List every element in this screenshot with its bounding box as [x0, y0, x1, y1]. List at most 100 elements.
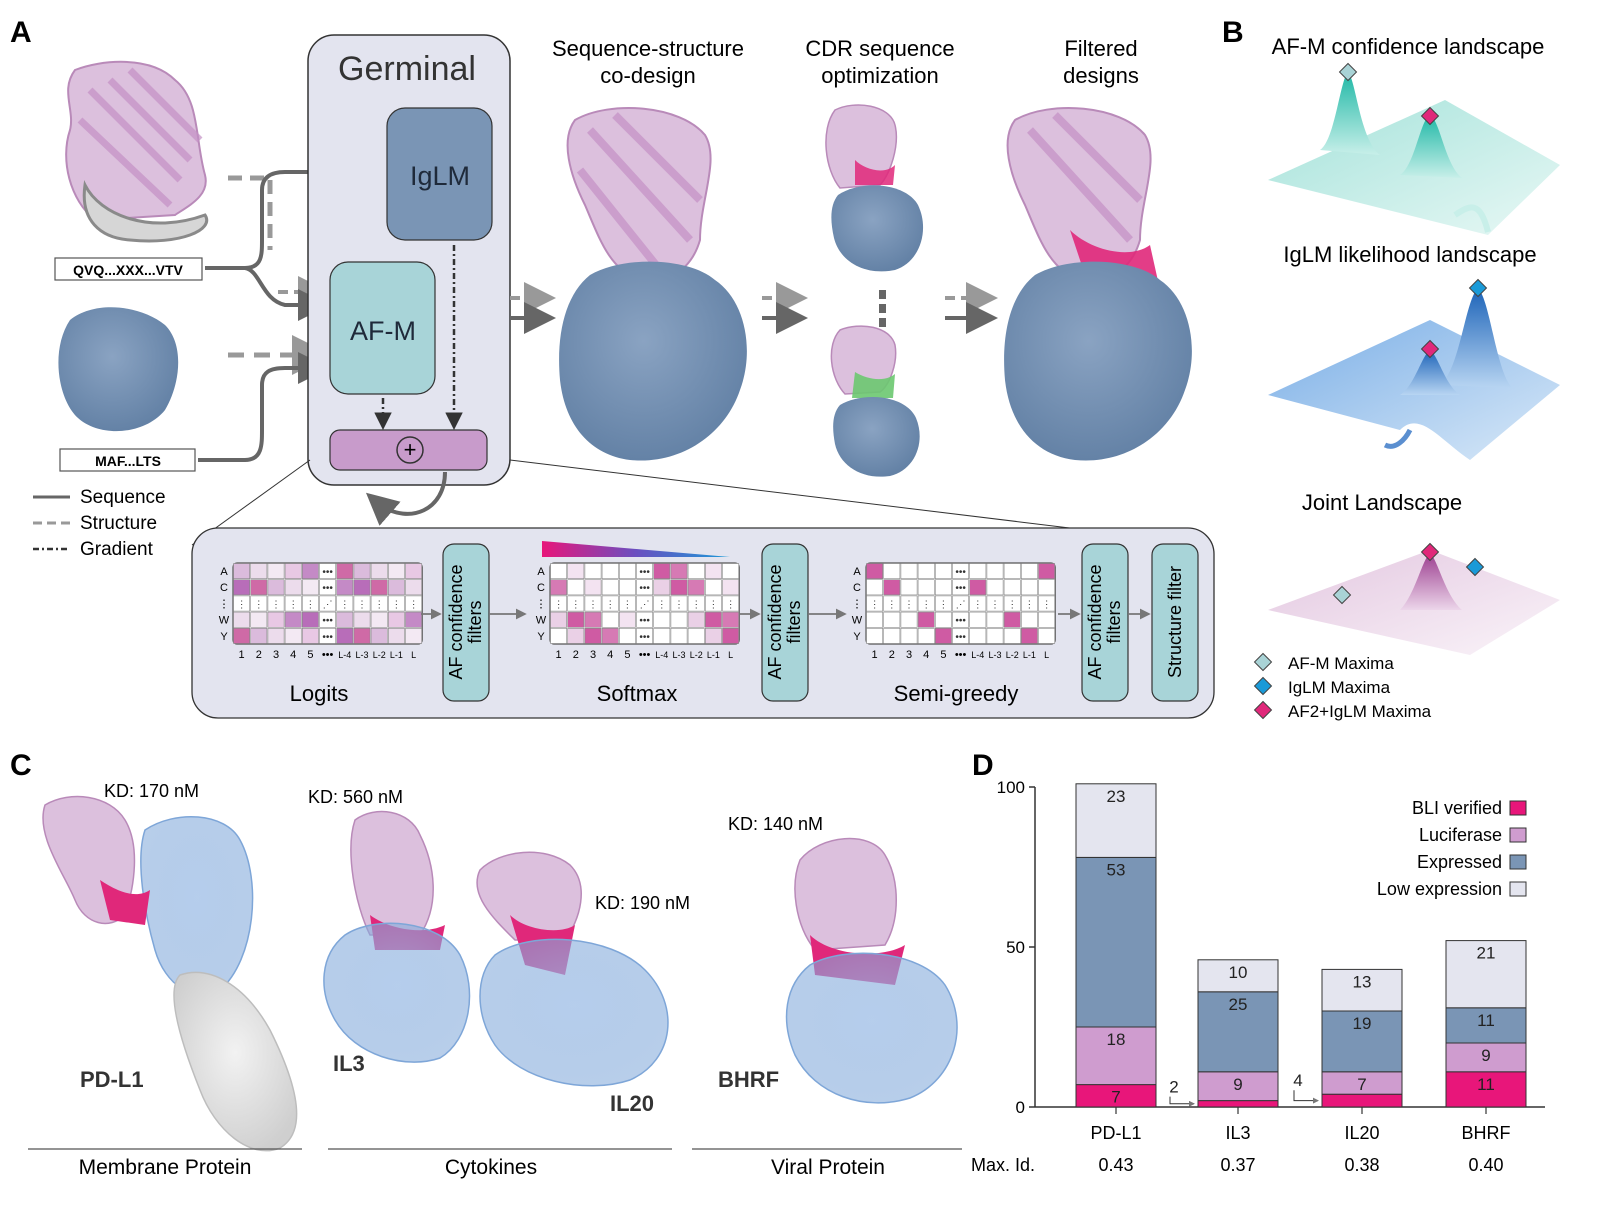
cdr-complex-bottom — [830, 325, 920, 477]
bar-segment — [1445, 1042, 1527, 1073]
softmax-ellipsis: ••• — [639, 567, 650, 578]
germinal-box — [307, 34, 511, 486]
structure-arrow-antibody — [228, 175, 273, 250]
softmax-cell — [636, 579, 654, 596]
semigreedy-row-label: W — [852, 615, 863, 627]
softmax-ellipsis: ⋮ — [554, 599, 564, 610]
softmax-row-label: ⋮ — [536, 598, 547, 610]
bar-value-label-callout: 4 — [1293, 1071, 1302, 1090]
logits-cell — [250, 611, 268, 628]
logits-cell — [336, 611, 354, 628]
legend-sequence-label: Sequence — [80, 487, 166, 508]
semigreedy-col-label: ••• — [955, 649, 967, 661]
softmax-col-label: L-2 — [690, 650, 703, 660]
logits-cell — [370, 627, 388, 644]
logits-ellipsis: ⋮ — [374, 599, 384, 610]
bar-segment — [1075, 783, 1157, 858]
softmax-cell — [618, 611, 636, 628]
legend-joint-maxima-marker — [1253, 700, 1273, 720]
target-label-il3: IL3 — [333, 1051, 365, 1076]
logits-cell — [301, 579, 319, 596]
logits-row-label: A — [220, 566, 228, 578]
semigreedy-cell — [917, 563, 935, 579]
softmax-cell — [584, 563, 602, 579]
group-cytokines: Cytokines — [445, 1156, 537, 1179]
kd-il20: KD: 190 nM — [595, 893, 690, 913]
logits-cell — [284, 563, 302, 579]
kd-bhrf: KD: 140 nM — [728, 814, 823, 834]
semigreedy-ellipsis: ⋮ — [887, 599, 897, 610]
bar-segment — [1197, 959, 1279, 993]
logits-cell — [284, 627, 302, 644]
softmax-row-label: A — [537, 566, 545, 578]
x-tick-label: BHRF — [1462, 1123, 1511, 1143]
semigreedy-cell — [866, 611, 884, 628]
joint-maxima-marker-2 — [1420, 339, 1440, 359]
semigreedy-cell — [934, 611, 952, 628]
logits-ellipsis: ••• — [322, 616, 333, 627]
logits-cell — [405, 627, 423, 644]
stage-cdr-line1: CDR sequence — [805, 36, 954, 61]
softmax-cell — [636, 627, 654, 644]
group-viral: Viral Protein — [771, 1156, 885, 1179]
legend-label: BLI verified — [1412, 798, 1502, 818]
semigreedy-col-label: 5 — [940, 649, 946, 661]
panel-a: QVQ...XXX...VTV MAF...LTS Sequence Struc… — [33, 34, 1215, 719]
softmax-cell — [567, 563, 585, 579]
iglm-landscape — [1268, 288, 1560, 460]
bhrf-complex — [785, 837, 958, 1104]
afm-maxima-marker-2 — [1332, 585, 1352, 605]
logits-ellipsis: ⋮ — [254, 599, 264, 610]
semigreedy-cell — [952, 595, 970, 612]
logits-cell — [267, 595, 285, 612]
softmax-cell — [704, 563, 722, 579]
softmax-cell — [567, 611, 585, 628]
logits-cell — [336, 563, 354, 579]
semigreedy-cell — [917, 579, 935, 596]
semigreedy-ellipsis: ⋮ — [973, 599, 983, 610]
softmax-cell — [704, 611, 722, 628]
landscape-title-iglm: IgLM likelihood landscape — [1283, 242, 1536, 267]
il3-complex — [323, 810, 471, 1063]
logits-cell — [250, 627, 268, 644]
semigreedy-cell — [1038, 563, 1056, 579]
softmax-cell — [704, 579, 722, 596]
semigreedy-ellipsis: ⋮ — [921, 599, 931, 610]
bar-segment — [1075, 856, 1157, 1028]
semigreedy-ellipsis: ⋰ — [956, 599, 966, 610]
legend-swatch — [1509, 800, 1527, 816]
input-target-structure — [58, 307, 179, 432]
iglm-maxima-marker-2 — [1465, 557, 1485, 577]
bar-value-label: 11 — [1477, 1075, 1495, 1094]
logits-cell — [370, 579, 388, 596]
softmax-cell — [601, 563, 619, 579]
semigreedy-cell — [883, 563, 901, 579]
landscape-title-joint: Joint Landscape — [1302, 490, 1462, 515]
logits-col-label: 2 — [256, 649, 262, 661]
logits-cell — [336, 595, 354, 612]
softmax-cell — [618, 563, 636, 579]
max-id-value: 0.37 — [1220, 1155, 1255, 1175]
semigreedy-col-label: L — [1044, 650, 1049, 660]
semigreedy-col-label: 4 — [923, 649, 929, 661]
softmax-col-label: L-4 — [655, 650, 668, 660]
logits-cell — [250, 563, 268, 579]
sum-box — [329, 429, 488, 471]
softmax-cell — [550, 563, 568, 579]
semigreedy-ellipsis: ••• — [955, 583, 966, 594]
softmax-cell — [584, 579, 602, 596]
matrix-title-semigreedy: Semi-greedy — [894, 681, 1019, 706]
target-label-il20: IL20 — [610, 1091, 654, 1116]
semigreedy-cell — [917, 627, 935, 644]
softmax-cell — [567, 627, 585, 644]
semigreedy-cell — [1003, 579, 1021, 596]
panel-letter-c: C — [10, 749, 32, 782]
logits-col-label: L — [411, 650, 416, 660]
legend-swatch — [1509, 881, 1527, 897]
semigreedy-cell — [866, 563, 884, 579]
ellipsis-dot-2 — [879, 304, 886, 313]
legend-label: Luciferase — [1419, 825, 1502, 845]
bar-value-label: 7 — [1111, 1088, 1120, 1107]
